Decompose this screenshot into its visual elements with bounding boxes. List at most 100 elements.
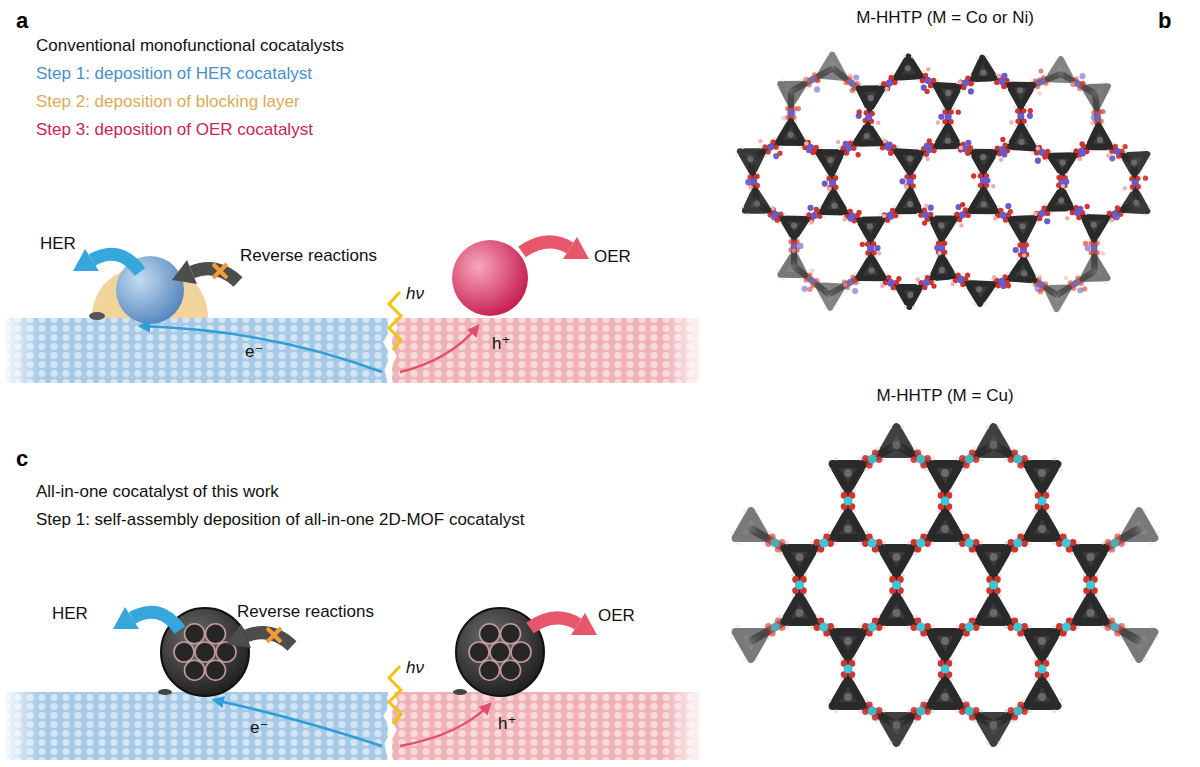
atom-dot <box>1110 539 1119 548</box>
atom-dot <box>967 147 972 152</box>
atom-dot <box>959 211 966 218</box>
atom-dot <box>822 181 828 187</box>
hydrogen-atom <box>1031 152 1034 155</box>
reaction-label: Reverse reactions <box>240 246 377 266</box>
atom-dot <box>886 80 892 86</box>
hydrogen-atom <box>1052 457 1056 461</box>
hydrogen-atom <box>825 174 828 177</box>
hydrogen-atom <box>977 188 980 191</box>
reaction-label: Reverse reactions <box>237 602 374 622</box>
hhtp-core <box>796 609 804 617</box>
hhtp-core <box>826 291 832 297</box>
hydrogen-atom <box>1101 625 1105 629</box>
hydrogen-atom <box>774 137 777 140</box>
atom-dot <box>925 157 929 161</box>
hhtp-unit <box>1026 511 1057 538</box>
atom-dot <box>1062 539 1071 548</box>
hhtp-unit <box>1123 511 1154 538</box>
atom-dot <box>960 202 965 207</box>
atom-dot <box>1118 623 1125 630</box>
atom-dot <box>848 216 854 222</box>
hydrogen-atom <box>1143 213 1146 216</box>
hhtp-core <box>941 637 949 645</box>
hydrogen-atom <box>914 188 917 191</box>
hydrogen-atom <box>1064 58 1067 61</box>
atom-dot <box>989 581 998 590</box>
atom-dot <box>771 623 780 632</box>
atom-dot <box>1101 251 1105 255</box>
atom-dot <box>1001 84 1006 89</box>
hhtp-core <box>844 693 852 701</box>
arrow-head <box>113 607 139 629</box>
atom-dot <box>893 212 898 217</box>
atom-dot <box>795 581 804 590</box>
mof-pore <box>511 642 531 662</box>
atom-dot <box>916 539 925 548</box>
atom-dot <box>1123 186 1127 190</box>
hydrogen-atom <box>810 541 814 545</box>
atom-dot <box>887 280 893 286</box>
photocatalyst-h-side <box>5 692 388 760</box>
reaction-label: OER <box>594 247 631 267</box>
atom-dot <box>934 245 940 251</box>
reverse-arrow <box>172 260 238 284</box>
step-text: Step 1: deposition of HER cocatalyst <box>36 64 312 84</box>
hydrogen-atom <box>1143 657 1147 661</box>
atom-dot <box>1105 624 1112 631</box>
arrow-head <box>226 624 251 648</box>
atom-dot <box>862 540 869 547</box>
atom-dot <box>806 212 811 217</box>
hhtp-core <box>907 201 913 207</box>
edge-fade <box>0 688 40 763</box>
hhtp-unit <box>967 283 993 304</box>
carrier-label: e⁻ <box>250 718 268 738</box>
hhtp-core <box>869 267 875 273</box>
atom-dot <box>959 146 963 150</box>
atom-dot <box>1035 158 1041 164</box>
hydrogen-atom <box>800 78 803 81</box>
atom-dot <box>862 455 869 462</box>
hydrogen-atom <box>878 83 881 86</box>
step-text: Step 1: self-assembly deposition of all-… <box>36 510 524 530</box>
hhtp-unit <box>978 427 1009 454</box>
atom-dot <box>817 214 822 219</box>
atom-dot <box>1013 623 1022 632</box>
hhtp-core <box>1038 637 1046 645</box>
atom-dot <box>1084 204 1089 209</box>
atom-dot <box>779 624 786 631</box>
hhtp-unit <box>1123 632 1154 659</box>
atom-dot <box>848 73 852 77</box>
carrier-label: h⁺ <box>492 334 510 354</box>
atom-dot <box>1021 108 1026 113</box>
hhtp-unit <box>1046 288 1069 309</box>
atom-dot <box>1091 244 1098 251</box>
hydrogen-atom <box>907 625 911 629</box>
hhtp-unit <box>818 152 842 175</box>
hhtp-unit <box>1075 595 1106 622</box>
hydrogen-atom <box>1052 541 1056 545</box>
atom-dot <box>1038 274 1042 278</box>
hydrogen-atom <box>1098 255 1101 258</box>
block-cross <box>267 628 281 642</box>
atom-dot <box>941 241 946 246</box>
hydrogen-atom <box>1104 80 1107 83</box>
structure-title: M-HHTP (M = Co or Ni) <box>856 8 1034 28</box>
hydrogen-atom <box>833 306 836 309</box>
hydrogen-atom <box>998 741 1002 745</box>
hydrogen-atom <box>799 146 802 149</box>
hydrogen-atom <box>827 468 831 472</box>
hydrogen-atom <box>1004 625 1008 629</box>
hydrogen-atom <box>834 457 838 461</box>
atom-dot <box>827 186 831 190</box>
hydrogen-atom <box>1028 625 1032 629</box>
atom-dot <box>1005 203 1011 209</box>
hydrogen-atom <box>1087 238 1090 241</box>
atom-dot <box>1000 212 1007 219</box>
atom-dot <box>923 280 929 286</box>
hydrogen-atom <box>955 709 959 713</box>
hydrogen-atom <box>834 541 838 545</box>
atom-dot <box>962 79 969 86</box>
atom-dot <box>1034 150 1039 155</box>
hydrogen-atom <box>756 171 759 174</box>
atom-dot <box>1100 109 1105 114</box>
